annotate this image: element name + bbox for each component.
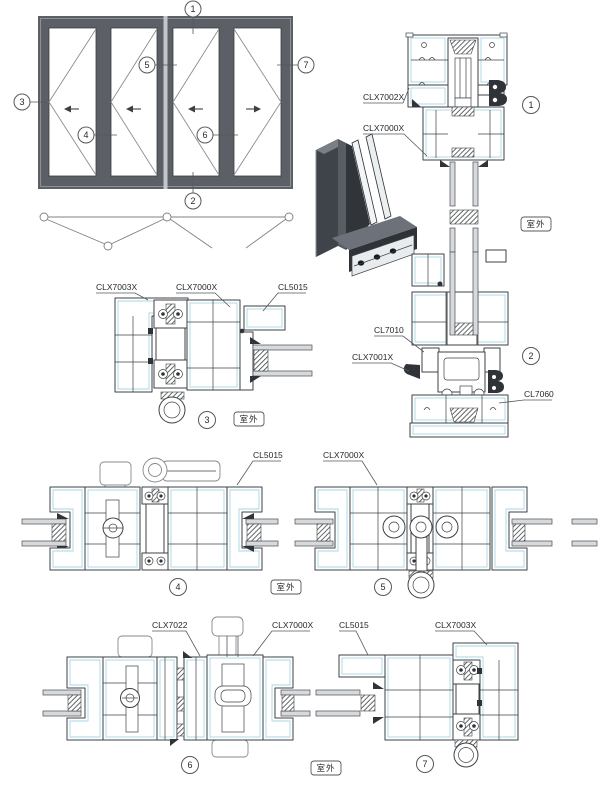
section-4-callout: 4 bbox=[169, 578, 187, 596]
section-1-label-a: CLX7002X bbox=[363, 87, 410, 104]
fold-arrow-left-icon bbox=[188, 105, 203, 113]
handle-stub bbox=[117, 635, 153, 658]
glass-pane bbox=[365, 133, 392, 220]
fold-arrow-right-icon bbox=[246, 105, 261, 113]
section-1-drawing: CLX7002X CLX7000X 1 室外 bbox=[363, 32, 552, 253]
outdoor-label: 室外 bbox=[526, 219, 545, 229]
outdoor-badge-1: 室外 bbox=[520, 216, 552, 232]
section-3-callout: 3 bbox=[198, 411, 216, 429]
part-label: CLX7000X bbox=[272, 620, 313, 630]
section-3-label-c: CL5015 bbox=[262, 282, 308, 312]
section-2-label-a: CL7010 bbox=[374, 325, 425, 353]
section-5-label-a: CLX7000X bbox=[323, 450, 378, 486]
callout-number: 7 bbox=[422, 759, 427, 769]
section-2-callout: 2 bbox=[522, 347, 540, 365]
part-label: CL5015 bbox=[339, 620, 369, 630]
callout-number: 4 bbox=[83, 130, 88, 140]
section-1-label-b: CLX7000X bbox=[363, 123, 428, 157]
elevation-panel bbox=[233, 27, 282, 177]
callout-number: 2 bbox=[190, 196, 195, 206]
section-4-drawing: CL5015 4 室外 bbox=[21, 450, 302, 596]
part-label: CL7060 bbox=[524, 389, 554, 399]
profile-3d-render bbox=[315, 133, 417, 277]
callout-number: 5 bbox=[380, 582, 385, 592]
section-7-label-b: CLX7003X bbox=[435, 620, 488, 646]
callout-number: 6 bbox=[187, 760, 192, 770]
fold-arrow-left-icon bbox=[126, 105, 141, 113]
plan-node bbox=[284, 212, 294, 222]
callout-number: 7 bbox=[303, 60, 308, 70]
plan-node bbox=[39, 212, 49, 222]
section-5-drawing: CLX7000X 5 bbox=[294, 450, 598, 599]
part-label: CLX7000X bbox=[323, 450, 364, 460]
section-6-drawing: CLX7022 CLX7000X 6 bbox=[42, 616, 313, 774]
elevation-meeting-stile bbox=[163, 16, 168, 189]
section-6-label-b: CLX7000X bbox=[252, 620, 313, 657]
elevation-drawing: 1 2 3 4 5 6 7 bbox=[13, 0, 315, 210]
flush-bolt-top bbox=[211, 616, 244, 637]
section-7-label-a: CL5015 bbox=[339, 620, 369, 656]
part-label: CLX7003X bbox=[435, 620, 476, 630]
elevation-callout-2: 2 bbox=[184, 172, 202, 210]
callout-number: 2 bbox=[528, 351, 533, 361]
section-3-drawing: CLX7003X CLX7000X CL5015 3 室外 bbox=[96, 282, 313, 429]
handle-body bbox=[99, 461, 132, 486]
part-label: CL5015 bbox=[253, 450, 283, 460]
part-label: CLX7000X bbox=[363, 123, 404, 133]
callout-number: 5 bbox=[144, 60, 149, 70]
part-label: CLX7003X bbox=[96, 282, 137, 292]
callout-number: 3 bbox=[19, 97, 24, 107]
elevation-panel bbox=[110, 27, 158, 177]
outdoor-badge-4: 室外 bbox=[270, 579, 302, 595]
fold-direction-arrows bbox=[64, 105, 261, 113]
elevation-panel bbox=[172, 27, 220, 177]
section-5-callout: 5 bbox=[374, 578, 392, 596]
section-7-drawing: CL5015 CLX7003X 7 室外 bbox=[310, 620, 519, 776]
outdoor-badge-7: 室外 bbox=[310, 760, 342, 776]
hinge-clamp bbox=[488, 370, 504, 393]
callout-number: 1 bbox=[190, 4, 195, 14]
part-label: CLX7000X bbox=[176, 282, 217, 292]
plan-node bbox=[103, 241, 113, 251]
part-label: CLX7001X bbox=[352, 352, 393, 362]
outdoor-label: 室外 bbox=[239, 414, 258, 424]
elevation-callout-3: 3 bbox=[13, 93, 48, 111]
part-label: CLX7002X bbox=[363, 92, 404, 102]
fold-arrow-left-icon bbox=[64, 105, 79, 113]
callout-number: 3 bbox=[204, 415, 209, 425]
section-1-callout: 1 bbox=[522, 96, 540, 114]
plan-folding-diagram bbox=[39, 212, 294, 251]
elevation-swing-lines bbox=[48, 28, 282, 176]
section-3-label-b: CLX7000X bbox=[176, 282, 231, 308]
callout-number: 6 bbox=[202, 130, 207, 140]
section-7-callout: 7 bbox=[416, 755, 434, 773]
outdoor-label: 室外 bbox=[316, 763, 335, 773]
elevation-callout-4: 4 bbox=[77, 126, 117, 144]
part-label: CL5015 bbox=[278, 282, 308, 292]
plan-node bbox=[162, 212, 172, 222]
section-6-callout: 6 bbox=[181, 756, 199, 774]
section-2-drawing: CL7010 CLX7001X CL7060 2 bbox=[352, 249, 554, 438]
flush-bolt-bottom bbox=[211, 739, 249, 758]
part-label: CLX7022 bbox=[152, 620, 188, 630]
outdoor-label: 室外 bbox=[276, 582, 295, 592]
elevation-callout-1: 1 bbox=[184, 0, 202, 34]
elevation-panels bbox=[48, 27, 282, 177]
elevation-callout-6: 6 bbox=[196, 126, 238, 144]
section-4-label-a: CL5015 bbox=[236, 450, 283, 486]
callout-number: 4 bbox=[175, 582, 180, 592]
part-label: CL7010 bbox=[374, 325, 404, 335]
elevation-callout-7: 7 bbox=[277, 56, 315, 74]
callout-number: 1 bbox=[528, 100, 533, 110]
glass-pane bbox=[351, 139, 378, 226]
elevation-callout-5: 5 bbox=[138, 56, 177, 74]
section-2-label-c: CL7060 bbox=[498, 389, 554, 404]
section-3-label-a: CLX7003X bbox=[96, 282, 149, 301]
outdoor-badge-3: 室外 bbox=[233, 411, 265, 427]
section-6-label-a: CLX7022 bbox=[152, 620, 201, 657]
section-2-label-b: CLX7001X bbox=[352, 352, 410, 372]
elevation-panel bbox=[48, 27, 97, 177]
